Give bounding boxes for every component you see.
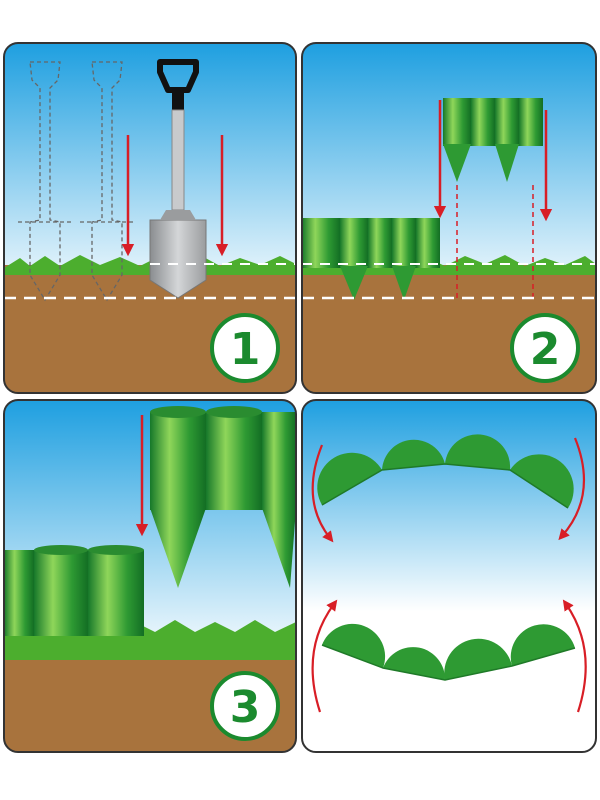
panel-2: 2 bbox=[302, 43, 596, 393]
step-number: 1 bbox=[230, 324, 261, 375]
step-badge bbox=[210, 671, 280, 741]
step-badge bbox=[510, 313, 580, 383]
bend-arrow bbox=[311, 599, 338, 713]
bend-arrow bbox=[558, 437, 586, 541]
step-number: 2 bbox=[530, 324, 561, 375]
edging-interlock-icon bbox=[150, 406, 296, 588]
panel-3: 3 bbox=[4, 400, 296, 752]
bend-arrow bbox=[562, 599, 587, 713]
step-badge bbox=[210, 313, 280, 383]
step-number: 3 bbox=[230, 682, 261, 733]
edging-segment-icon bbox=[4, 545, 144, 636]
edging-insert-icon bbox=[443, 98, 543, 182]
ghost-shovel-icon bbox=[18, 61, 134, 302]
shovel-icon bbox=[149, 59, 207, 299]
edging-bend-icon bbox=[317, 434, 574, 509]
panel-1: 1 bbox=[4, 43, 296, 393]
panel-4 bbox=[302, 400, 596, 752]
edging-segment-icon bbox=[302, 218, 440, 300]
bend-arrow bbox=[311, 444, 334, 543]
edging-bend-icon bbox=[321, 623, 576, 681]
